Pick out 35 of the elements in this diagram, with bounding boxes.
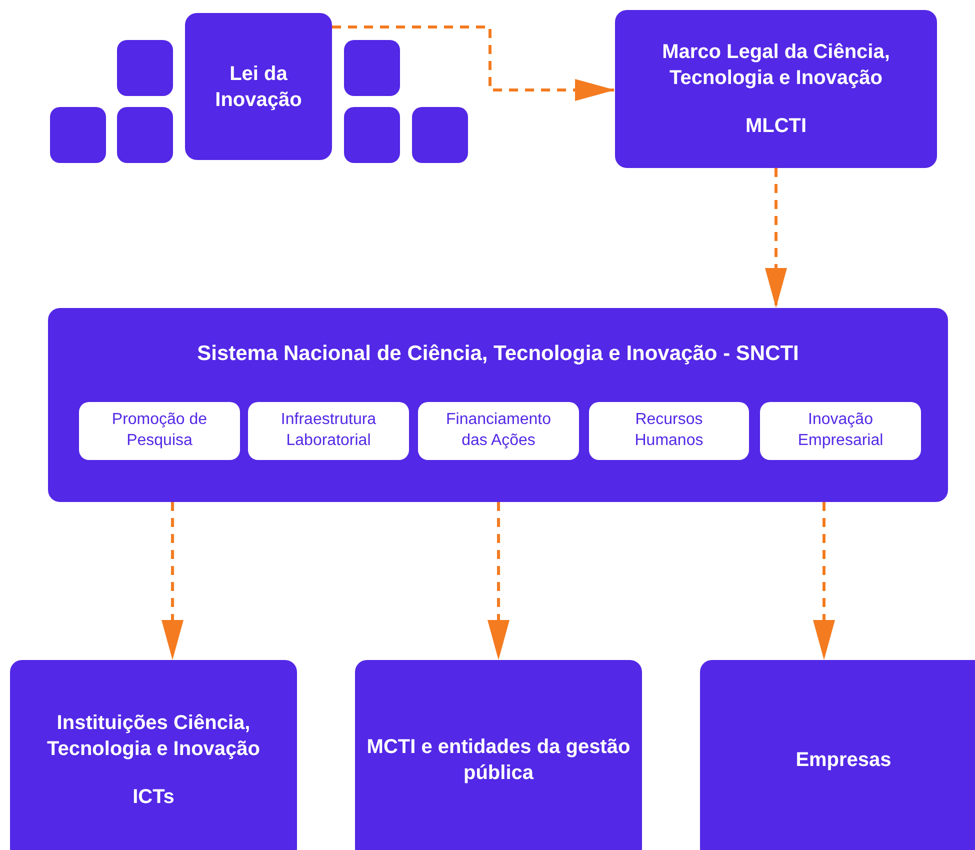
- acronym-label: ICTs: [132, 785, 176, 810]
- acronym-label: MLCTI: [744, 114, 808, 139]
- category-pill: [79, 402, 240, 460]
- process-box: [185, 13, 332, 160]
- process-box: [700, 660, 975, 850]
- square-block: [50, 107, 106, 163]
- square-block: [412, 107, 468, 163]
- box-label: Financiamento das Ações: [445, 410, 552, 451]
- box-label: Instituições Ciência, Tecnologia e Inovação: [46, 711, 262, 762]
- box-label: Infraestrutura Laboratorial: [280, 410, 378, 451]
- process-box: [615, 10, 937, 168]
- box-label: Promoção de Pesquisa: [110, 410, 208, 451]
- category-pill: [248, 402, 409, 460]
- square-block: [344, 107, 400, 163]
- box-label: Marco Legal da Ciência, Tecnologia e Inovação: [661, 40, 891, 91]
- box-title: Sistema Nacional de Ciência, Tecnologia e Inovação - SNCTI: [196, 341, 800, 367]
- box-label: Recursos Humanos: [634, 410, 704, 451]
- dashed-arrow: [765, 168, 787, 308]
- box-label: Lei da Inovação: [214, 62, 303, 112]
- dashed-arrow: [332, 26, 615, 101]
- category-pill: [760, 402, 921, 460]
- square-block: [344, 40, 400, 96]
- square-block: [117, 40, 173, 96]
- process-box: [355, 660, 642, 850]
- box-label: Inovação Empresarial: [796, 410, 884, 451]
- dashed-arrow: [488, 502, 510, 660]
- dashed-arrow: [813, 502, 835, 660]
- category-pill: [418, 402, 579, 460]
- process-box: [48, 308, 948, 502]
- process-box: [10, 660, 297, 850]
- dashed-arrow: [162, 502, 184, 660]
- square-block: [117, 107, 173, 163]
- box-label: MCTI e entidades da gestão pública: [366, 735, 632, 786]
- category-pill: [589, 402, 749, 460]
- box-label: Empresas: [794, 748, 892, 773]
